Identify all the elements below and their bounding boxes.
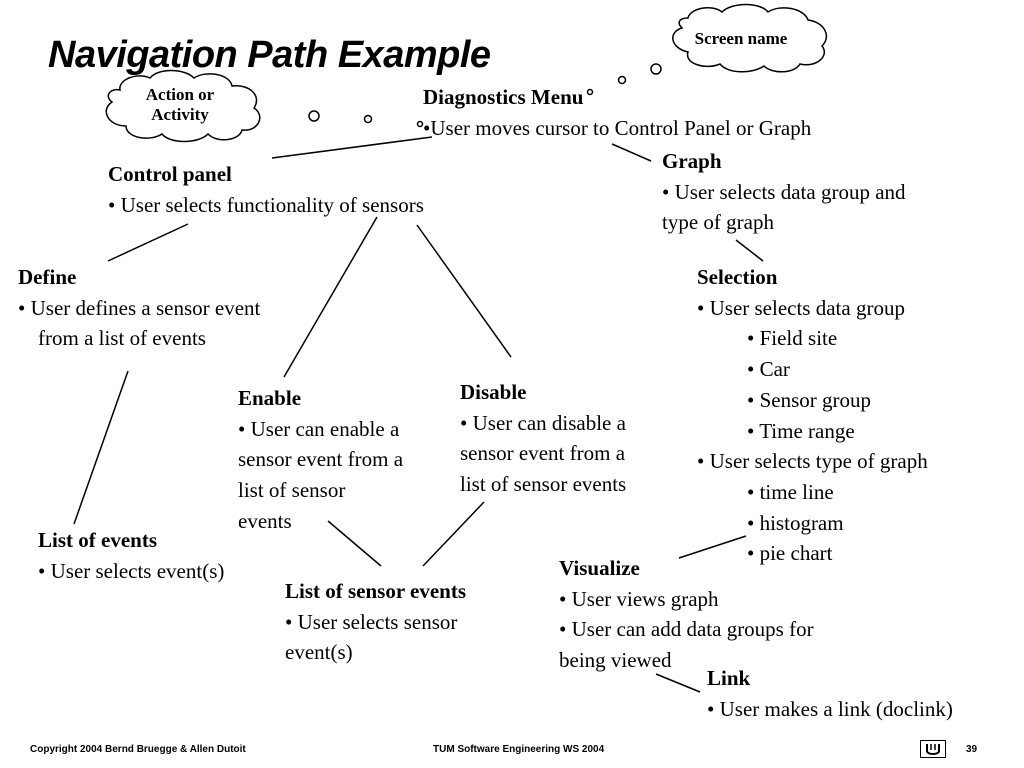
action-activity-line1: Action or	[145, 85, 215, 104]
node-title: Enable	[238, 386, 302, 410]
node-line: list of sensor	[238, 478, 346, 503]
node-line: • User selects data group and	[662, 179, 906, 204]
node-disable: Disable • User can disable a sensor even…	[460, 377, 626, 500]
edge-controlpanel-define	[107, 223, 189, 262]
node-title: List of events	[38, 528, 157, 552]
node-title: Define	[18, 265, 77, 289]
node-title: Selection	[697, 265, 778, 289]
node-line: • User can disable a	[460, 410, 626, 435]
node-title: Diagnostics Menu	[423, 85, 584, 109]
node-line: from a list of events	[38, 326, 206, 351]
node-line: • User defines a sensor event	[18, 295, 261, 320]
node-subline: • Sensor group	[747, 387, 872, 412]
node-subline: • pie chart	[747, 541, 833, 566]
university-logo-icon	[920, 740, 946, 758]
edge-visualize-link	[655, 673, 701, 693]
edge-define-listofevents	[73, 370, 129, 525]
node-enable: Enable • User can enable a sensor event …	[238, 383, 403, 537]
screen-name-label: Screen name	[694, 29, 788, 48]
node-line: • User selects event(s)	[38, 558, 225, 583]
action-activity-cloud	[105, 69, 261, 143]
node-diagnostics-menu: Diagnostics Menu •User moves cursor to C…	[423, 82, 811, 143]
node-title: Disable	[460, 380, 527, 404]
node-list-of-sensor-events: List of sensor events • User selects sen…	[285, 576, 466, 668]
footer-copyright: Copyright 2004 Bernd Bruegge & Allen Dut…	[30, 744, 246, 755]
node-title: List of sensor events	[285, 579, 467, 603]
node-line: events	[238, 508, 292, 533]
edge-controlpanel-enable	[283, 216, 378, 378]
node-title: Link	[707, 666, 751, 690]
edge-graph-selection	[735, 239, 764, 262]
action-activity-label: Action or Activity	[118, 85, 242, 125]
action-activity-line2: Activity	[151, 105, 209, 124]
node-subline: • Car	[747, 357, 790, 382]
node-visualize: Visualize • User views graph • User can …	[559, 553, 814, 676]
node-line: list of sensor events	[460, 472, 627, 497]
node-line: •User moves cursor to Control Panel or G…	[423, 115, 812, 140]
edge-controlpanel-disable	[416, 224, 512, 358]
screen-name-cloud	[672, 3, 828, 73]
node-link: Link • User makes a link (doclink)	[707, 663, 953, 724]
edge-disable-listofsensorevents	[422, 501, 485, 567]
thought-bubbles	[308, 63, 662, 128]
footer-page-number: 39	[966, 744, 978, 755]
node-line: • User views graph	[559, 586, 719, 611]
node-line: • User can enable a	[238, 416, 400, 441]
edge-diagnostics-controlpanel	[271, 136, 433, 159]
node-line: type of graph	[662, 210, 774, 235]
node-line: sensor event from a	[238, 447, 404, 472]
node-subline: • Field site	[747, 326, 838, 351]
node-subline: • histogram	[747, 510, 844, 535]
edge-diagnostics-graph	[611, 143, 652, 162]
node-line: being viewed	[559, 648, 672, 673]
node-line: • User can add data groups for	[559, 617, 814, 642]
node-line: event(s)	[285, 640, 353, 665]
node-title: Control panel	[108, 162, 232, 186]
node-title: Visualize	[559, 556, 640, 580]
edge-enable-listofsensorevents	[327, 520, 382, 567]
page-title: Navigation Path Example	[48, 34, 491, 76]
node-subline: • Time range	[747, 418, 855, 443]
node-subline: • time line	[747, 479, 834, 504]
node-selection: Selection • User selects data group • Fi…	[697, 262, 928, 569]
footer-course: TUM Software Engineering WS 2004	[433, 744, 605, 755]
node-line: • User selects type of graph	[697, 449, 928, 474]
node-define: Define • User defines a sensor event fro…	[18, 262, 260, 354]
node-graph: Graph • User selects data group and type…	[662, 146, 906, 238]
node-line: • User selects sensor	[285, 609, 458, 634]
node-list-of-events: List of events • User selects event(s)	[38, 525, 224, 586]
node-line: • User makes a link (doclink)	[707, 696, 953, 721]
node-line: • User selects data group	[697, 295, 905, 320]
node-line: • User selects functionality of sensors	[108, 192, 424, 217]
node-title: Graph	[662, 149, 722, 173]
node-line: sensor event from a	[460, 441, 626, 466]
edge-selection-visualize	[678, 535, 747, 559]
node-control-panel: Control panel • User selects functionali…	[108, 159, 424, 220]
